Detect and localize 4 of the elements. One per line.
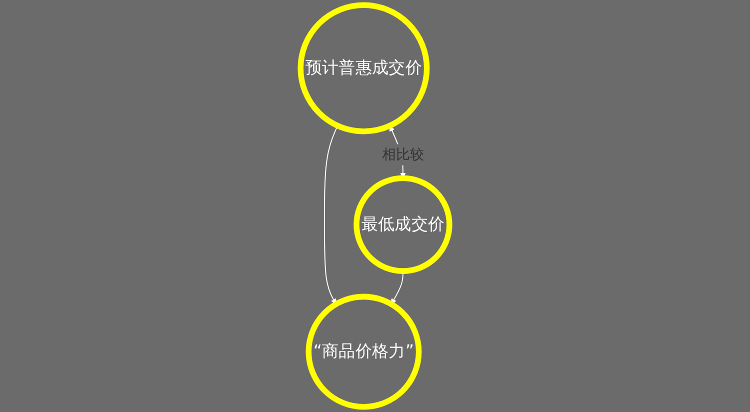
node-circle: 预计普惠成交价 [298,2,430,134]
node-circle: 最低成交价 [354,175,452,274]
edge-label: 相比较 [382,146,424,163]
node-circle: “商品价格力” [306,294,422,410]
